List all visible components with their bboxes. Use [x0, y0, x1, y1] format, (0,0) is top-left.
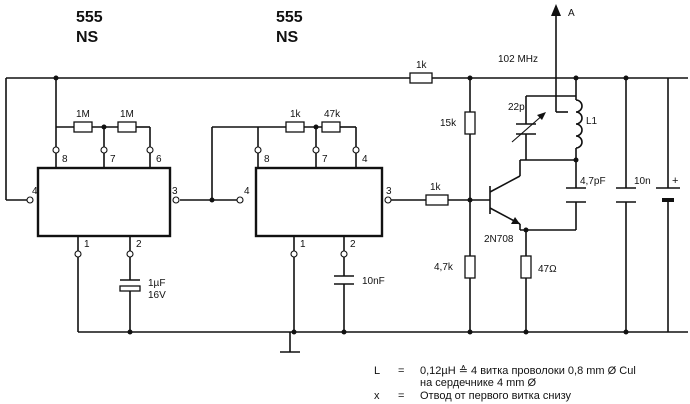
resistor-47ohm: [520, 255, 532, 279]
r-1M-a-label: 1M: [76, 109, 90, 120]
resistor-47k: [321, 121, 341, 133]
junction-dot: [467, 75, 473, 81]
transistor-label: 2N708: [484, 234, 514, 245]
r-1k-base-label: 1k: [430, 182, 442, 193]
ic2-label-ns: NS: [276, 29, 299, 46]
junction-dot: [209, 197, 215, 203]
junction-dot: [467, 197, 473, 203]
junction-dot: [313, 124, 319, 130]
junction-dot: [291, 329, 297, 335]
ic1-pin7-label: 7: [110, 154, 116, 165]
note-x-symbol: x: [374, 390, 380, 402]
pin-ring: [172, 196, 180, 204]
antenna-arrow: [551, 4, 561, 16]
r-47k-label: 47k: [324, 109, 341, 120]
pin-ring: [340, 250, 348, 258]
junction-dot: [573, 157, 579, 163]
c-4p7-label: 4,7pF: [580, 176, 606, 187]
pin-ring: [290, 250, 298, 258]
pin-ring: [126, 250, 134, 258]
pin-ring: [312, 146, 320, 154]
note-l-text-2: на сердечнике 4 mm Ø: [420, 377, 537, 389]
r-4k7-label: 4,7k: [434, 262, 454, 273]
note-x-equals: =: [398, 390, 404, 402]
note-l-text-1: 0,12µH ≙ 4 витка проволоки 0,8 mm Ø Cul: [420, 365, 636, 377]
r-1k-top-label: 1k: [416, 60, 428, 71]
note-l-symbol: L: [374, 365, 380, 377]
transistor-collector: [489, 175, 521, 193]
r-47ohm-label: 47Ω: [538, 264, 557, 275]
ic1-pin2-label: 2: [136, 239, 142, 250]
junction-dot: [623, 329, 629, 335]
ic2-label-555: 555: [276, 9, 303, 26]
resistor-15k: [464, 111, 476, 135]
inductor-l1: [575, 99, 583, 149]
ic2-pin3-label: 3: [386, 186, 392, 197]
pin-ring: [352, 146, 360, 154]
ic1-pin3-label: 3: [172, 186, 178, 197]
c-10n-label: 10n: [634, 176, 651, 187]
resistor-4k7: [464, 255, 476, 279]
r-1M-b-label: 1M: [120, 109, 134, 120]
ic1-pin6-label: 6: [156, 154, 162, 165]
junction-dot: [523, 227, 529, 233]
ic1-pin4-label: 4: [32, 186, 38, 197]
junction-dot: [523, 329, 529, 335]
antenna-label: A: [568, 8, 575, 19]
resistor-1M-b: [117, 121, 137, 133]
ic2-pin8-label: 8: [264, 154, 270, 165]
note-l-equals: =: [398, 365, 404, 377]
ic2-pin1-label: 1: [300, 239, 306, 250]
pin-ring: [52, 146, 60, 154]
ic2-pin7-label: 7: [322, 154, 328, 165]
pin-ring: [100, 146, 108, 154]
c-1uF-voltage-label: 16V: [148, 290, 166, 301]
ic2-pin4-top-label: 4: [362, 154, 368, 165]
pin-ring: [74, 250, 82, 258]
junction-dot: [573, 75, 579, 81]
pin-ring: [146, 146, 154, 154]
ic1-555-box: [36, 166, 172, 238]
resistor-1M-a: [73, 121, 93, 133]
junction-dot: [467, 329, 473, 335]
l1-label: L1: [586, 116, 598, 127]
frequency-label: 102 MHz: [498, 54, 538, 65]
ic2-pin4-left-label: 4: [244, 186, 250, 197]
ic1-label-ns: NS: [76, 29, 99, 46]
ic1-label-555: 555: [76, 9, 103, 26]
r-1k-a-label: 1k: [290, 109, 302, 120]
c-22p-label: 22p: [508, 102, 525, 113]
junction-dot: [101, 124, 107, 130]
battery-plus-label: +: [672, 175, 678, 187]
junction-dot: [53, 75, 59, 81]
pin-ring: [236, 196, 244, 204]
junction-dot: [127, 329, 133, 335]
c-1uF-label: 1µF: [148, 278, 165, 289]
ic2-pin2-label: 2: [350, 239, 356, 250]
junction-dot: [623, 75, 629, 81]
resistor-1k-top: [409, 72, 433, 84]
cap-1uF-plate-neg: [119, 285, 141, 292]
junction-dot: [341, 329, 347, 335]
battery-plate-short: [662, 198, 674, 202]
ic2-555-box: [254, 166, 384, 238]
r-15k-label: 15k: [440, 118, 457, 129]
pin-ring: [384, 196, 392, 204]
ic1-pin8-label: 8: [62, 154, 68, 165]
resistor-1k-base: [425, 194, 449, 206]
ic1-pin1-label: 1: [84, 239, 90, 250]
note-x-text: Отвод от первого витка снизу: [420, 390, 572, 402]
emitter-arrow: [511, 217, 520, 224]
resistor-1k-a: [285, 121, 305, 133]
pin-ring: [26, 196, 34, 204]
c-10nF-label: 10nF: [362, 276, 385, 287]
trimmer-arrowhead: [537, 112, 546, 120]
pin-ring: [254, 146, 262, 154]
trimmer-arrow: [511, 113, 545, 143]
